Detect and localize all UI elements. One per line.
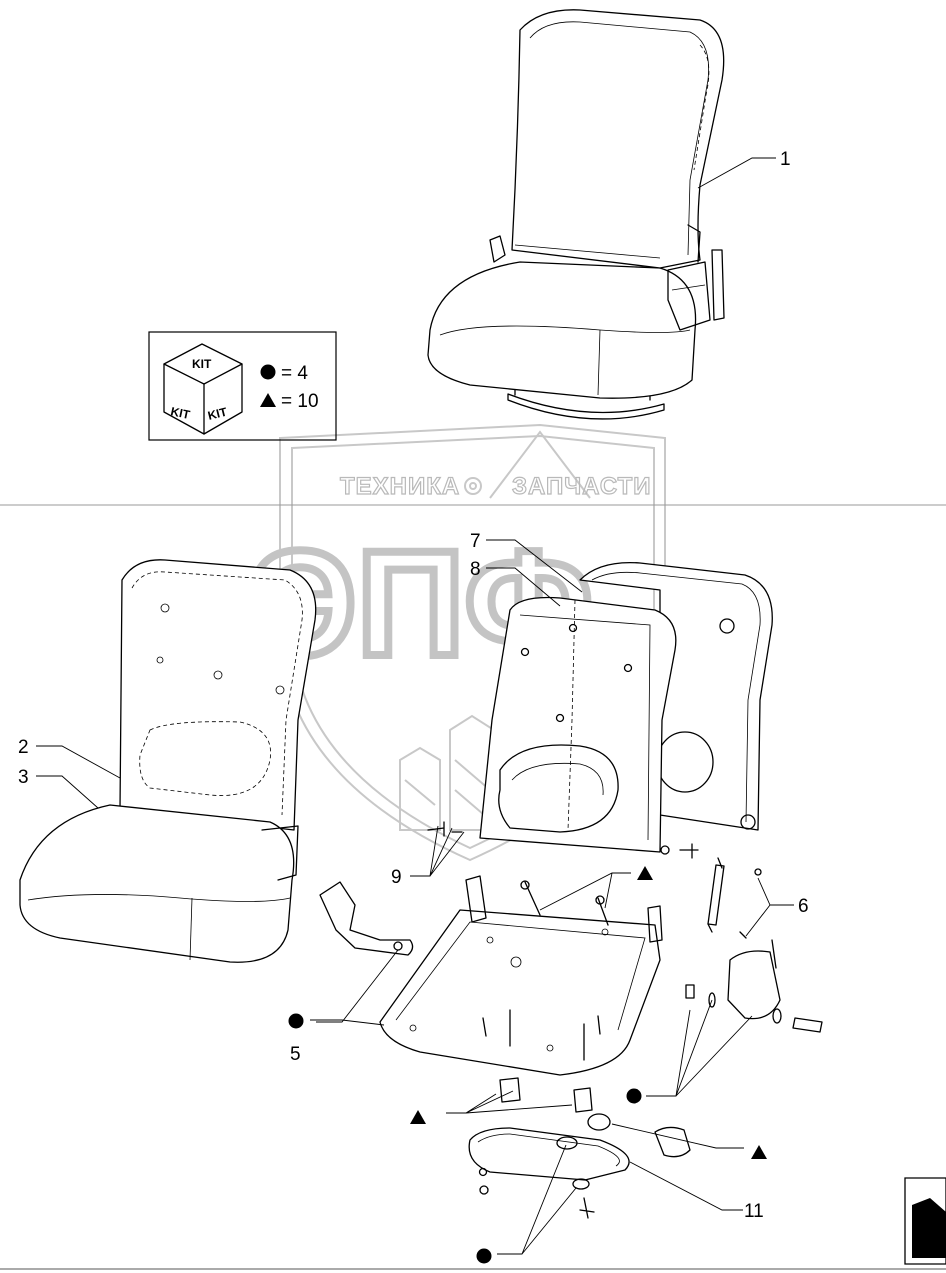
callout-7: 7 bbox=[470, 531, 481, 552]
callout-6: 6 bbox=[798, 896, 809, 917]
callout-2: 2 bbox=[18, 737, 29, 758]
kit-box-icon: KIT KIT KIT bbox=[163, 343, 243, 435]
callout-11: 11 bbox=[744, 1201, 764, 1222]
circle-marker-icon bbox=[476, 1248, 492, 1264]
circle-marker-icon bbox=[288, 1013, 304, 1029]
triangle-marker-icon bbox=[751, 1145, 767, 1159]
triangle-marker-icon bbox=[410, 1110, 426, 1124]
kit-label-left: KIT bbox=[169, 404, 191, 422]
callouts: 1 2 3 5 6 7 8 9 11 bbox=[18, 149, 809, 1222]
kit-label-top: KIT bbox=[192, 357, 212, 371]
kit-legend-frame bbox=[148, 331, 337, 441]
gas-spring bbox=[707, 857, 762, 939]
kit-label-right: KIT bbox=[206, 404, 229, 422]
backrest-frame bbox=[427, 561, 773, 859]
circle-symbol-icon bbox=[260, 364, 276, 380]
kit-markers bbox=[288, 866, 767, 1264]
page-turn-icon bbox=[904, 1177, 946, 1265]
callout-3: 3 bbox=[18, 767, 29, 788]
seat-base-frame bbox=[379, 875, 663, 1076]
callout-8: 8 bbox=[470, 559, 481, 580]
circle-marker-icon bbox=[626, 1088, 642, 1104]
swivel-ring bbox=[468, 1127, 630, 1219]
triangle-symbol-icon bbox=[260, 393, 276, 407]
seat-latch bbox=[685, 939, 823, 1033]
callout-5: 5 bbox=[290, 1044, 301, 1065]
callout-9: 9 bbox=[391, 867, 402, 888]
belt-bracket bbox=[319, 881, 414, 956]
kit-legend: KIT KIT KIT = 4 = 10 bbox=[148, 331, 337, 441]
callout-1: 1 bbox=[780, 149, 791, 170]
gear-icon bbox=[464, 477, 482, 495]
circle-legend: = 4 bbox=[281, 363, 308, 384]
leader-lines bbox=[36, 157, 794, 1255]
vibration-mounts bbox=[499, 1077, 691, 1158]
triangle-marker-icon bbox=[637, 866, 653, 880]
seat-assembly bbox=[427, 9, 725, 420]
watermark-left-word: ТЕХНИКА bbox=[340, 473, 460, 500]
watermark-right-word: ЗАПЧАСТИ bbox=[512, 473, 652, 500]
triangle-legend: = 10 bbox=[281, 391, 319, 412]
seat-cover-set bbox=[19, 559, 317, 963]
